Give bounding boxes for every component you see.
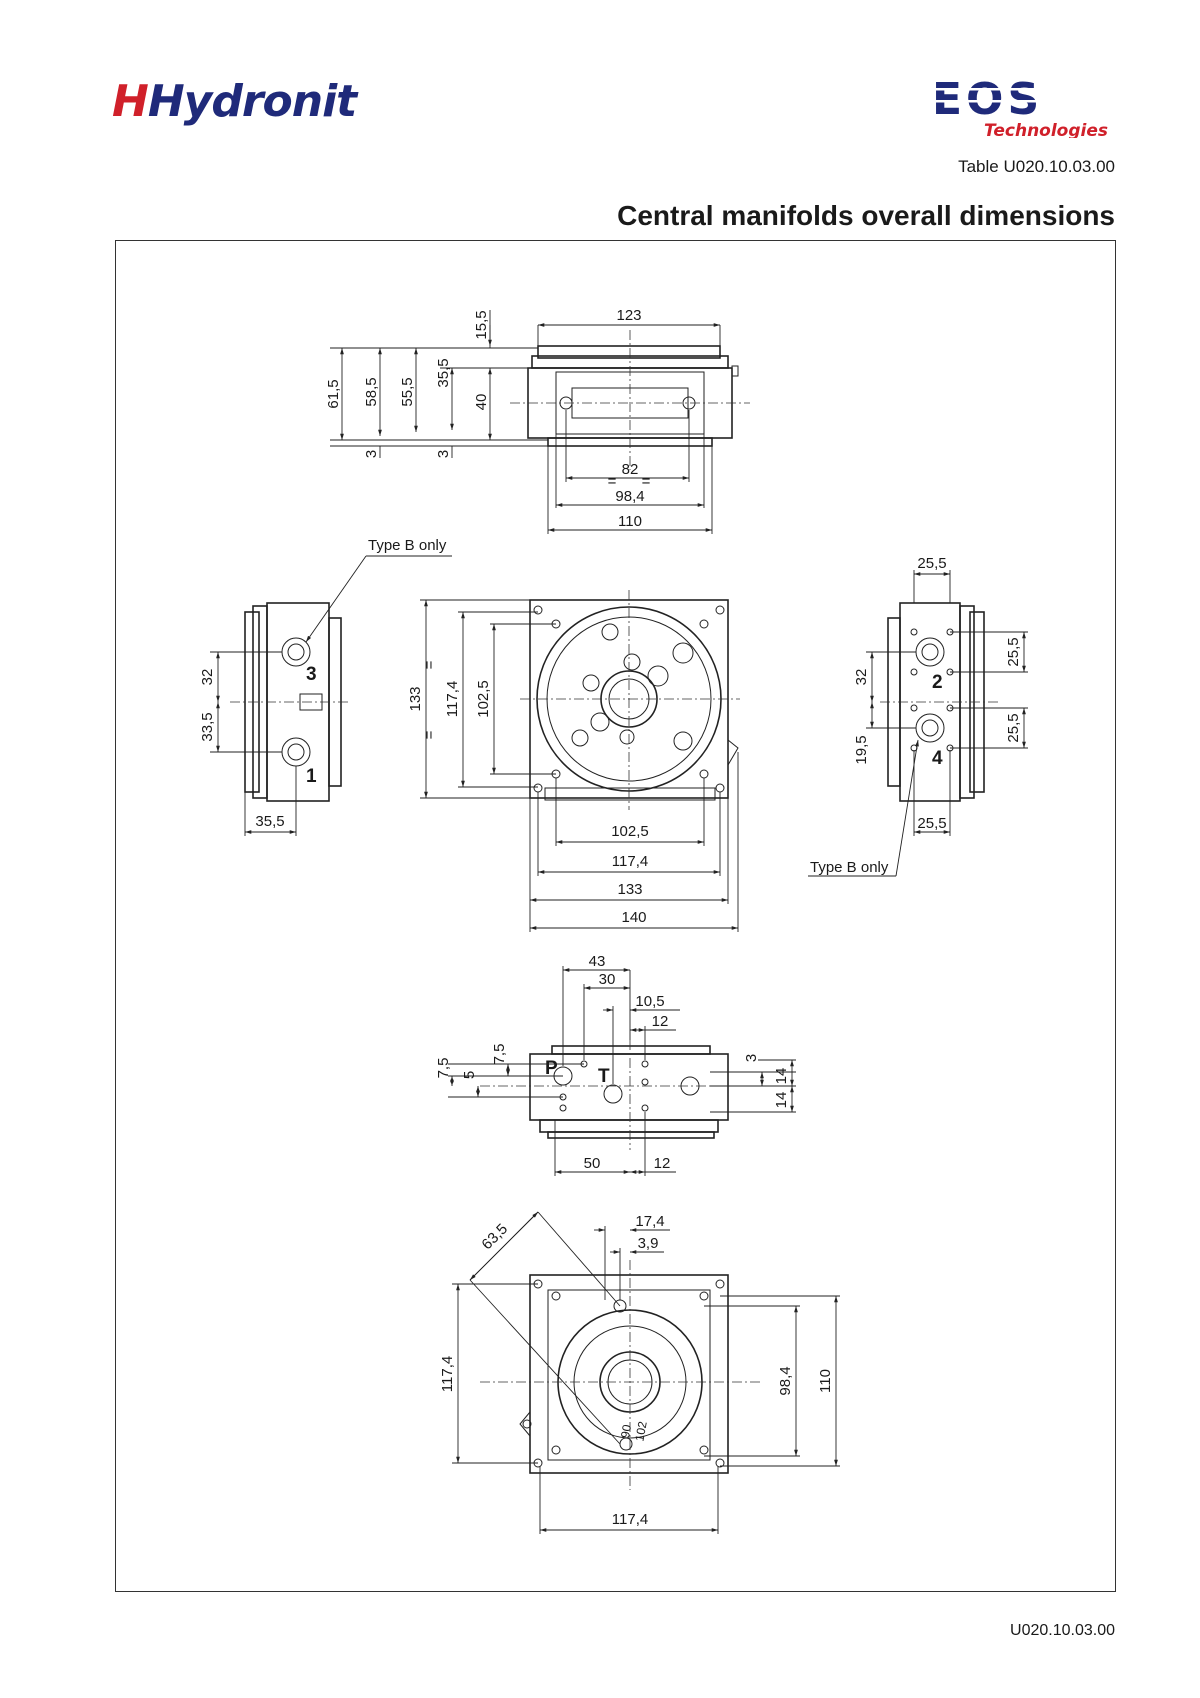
dim-35-5-left: 35,5 [255,813,284,830]
dim-5: 5 [461,1071,478,1079]
dim-equal-top: = [421,660,438,669]
dim-110-vertical: 110 [817,1369,834,1393]
dim-140: 140 [621,909,646,926]
footer-doc-number: U020.10.03.00 [1010,1622,1115,1639]
eos-technologies-logo: EOS Technologies [932,76,1108,138]
dim-82-equal-left: = [608,473,617,490]
table-number: Table U020.10.03.00 [958,157,1115,176]
callout-type-b-left: Type B only [368,537,447,554]
dim-110: 110 [618,513,642,530]
bottom-view: 63,5 17,4 3,9 117,4 98,4 110 90 102 117,… [439,1211,840,1534]
dim-98-4: 98,4 [615,488,644,505]
dim-102-5-vertical: 102,5 [475,680,492,718]
dim-133-horizontal: 133 [617,881,642,898]
dim-102-5-horizontal: 102,5 [611,823,649,840]
hydronit-logo-initial: H [112,76,149,127]
dim-40: 40 [473,394,490,411]
port-label-2: 2 [932,672,943,693]
hydronit-logo-text: Hydronit [147,76,357,127]
dim-3-9: 3,9 [638,1235,659,1252]
dim-63-5: 63,5 [478,1220,511,1253]
dim-7-5-left: 7,5 [435,1058,452,1079]
page-title: Central manifolds overall dimensions [617,200,1115,231]
dim-43: 43 [589,953,606,970]
right-side-view: 2 4 25,5 32 25,5 25,5 19,5 25,5 Type B o… [808,555,1028,877]
dim-61-5: 61,5 [325,379,342,408]
dim-123: 123 [616,307,641,324]
dim-35-5: 35,5 [435,358,452,387]
ports-view: P T 43 30 10,5 12 7,5 5 7,5 3 [435,953,796,1176]
dim-14-upper: 14 [773,1068,790,1085]
dim-117-4-bottom-horizontal: 117,4 [612,1511,648,1528]
dim-25-5-top: 25,5 [917,555,946,572]
dim-55-5: 55,5 [399,377,416,406]
dim-133-vertical: 133 [407,686,424,711]
dim-82: 82 [622,461,639,478]
dim-90: 90 [618,1423,634,1439]
port-label-p: P [545,1058,558,1079]
dim-12-top: 12 [652,1013,669,1030]
dim-17-4-top: 17,4 [635,1213,664,1230]
dim-30: 30 [599,971,616,988]
dim-3-b: 3 [435,450,452,458]
port-label-4: 4 [932,748,943,769]
dim-25-5-bottom: 25,5 [917,815,946,832]
dim-117-4-bottom-vertical: 117,4 [439,1356,456,1392]
dim-82-equal-right: = [642,473,651,490]
hydronit-logo: HHydronit [112,76,357,127]
dim-12-bottom: 12 [654,1155,671,1172]
dim-equal-bottom: = [421,730,438,739]
eos-logo-subtitle: Technologies [984,121,1108,138]
dim-10-5: 10,5 [635,993,664,1010]
dim-32-left: 32 [199,669,216,686]
dim-7-5-mid: 7,5 [491,1044,508,1065]
dim-50: 50 [584,1155,601,1172]
dim-33-5: 33,5 [199,712,216,741]
port-label-1: 1 [306,766,317,787]
callout-type-b-right: Type B only [810,859,889,876]
dim-25-5-right-upper: 25,5 [1005,637,1022,666]
dim-19-5: 19,5 [853,735,870,764]
port-label-t: T [598,1066,610,1087]
dim-102: 102 [632,1420,649,1442]
dim-14-lower: 14 [773,1092,790,1109]
left-side-view: 3 1 32 33,5 35,5 Type B only [199,537,452,836]
dim-98-4-vertical: 98,4 [777,1366,794,1395]
dim-58-5: 58,5 [363,377,380,406]
top-view: 123 61,5 58,5 55,5 35,5 40 15,5 3 3 82 =… [325,307,750,534]
dim-15-5: 15,5 [473,310,490,339]
dim-3-ports: 3 [743,1054,760,1062]
dim-32-right: 32 [853,669,870,686]
dim-117-4-horizontal: 117,4 [612,853,648,870]
dim-117-4-vertical: 117,4 [444,681,461,717]
port-label-3: 3 [306,664,317,685]
drawing-frame [115,240,1116,1592]
dim-25-5-right-lower: 25,5 [1005,713,1022,742]
front-view: 133 = = 117,4 102,5 102,5 117,4 133 140 [407,590,740,932]
dim-3-a: 3 [363,450,380,458]
